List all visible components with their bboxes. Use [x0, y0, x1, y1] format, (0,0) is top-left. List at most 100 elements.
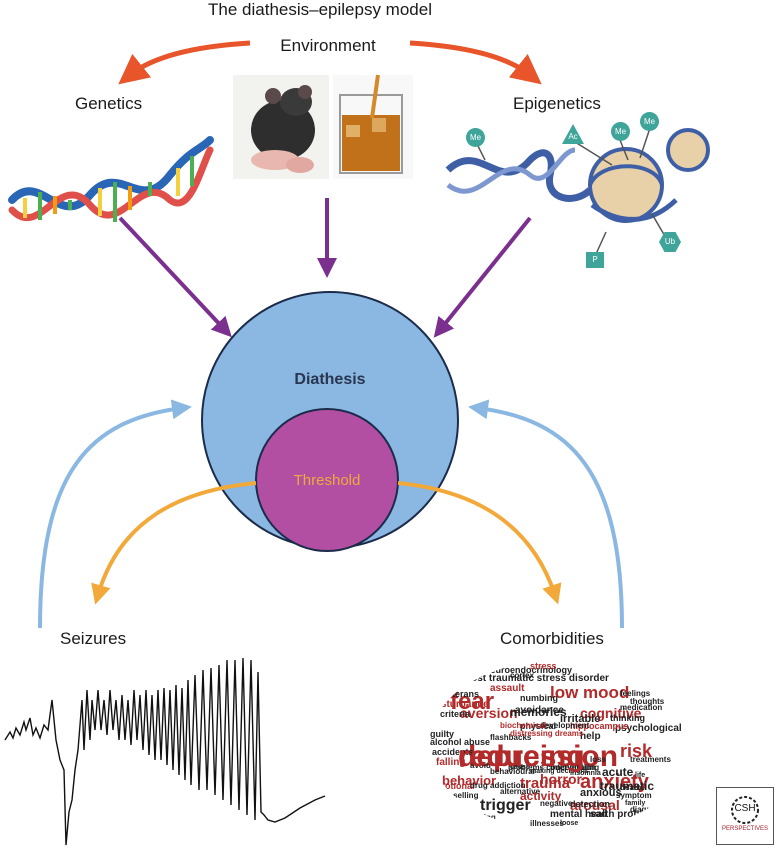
wordcloud-word: anxious	[580, 787, 622, 799]
wordcloud-word: help	[580, 731, 601, 742]
wordcloud-word: feelings	[620, 689, 651, 698]
wordcloud-word: psychological	[615, 723, 682, 734]
wordcloud-word: intervention	[550, 763, 596, 772]
wordcloud-word: neuroendocrinology	[485, 665, 573, 675]
wordcloud-word: medication	[620, 703, 663, 712]
epigenetics-illustration	[445, 127, 710, 255]
wordcloud-word: behavior	[442, 773, 497, 788]
wordcloud-word: low mood	[550, 683, 630, 702]
wordcloud-word: behavioural	[490, 767, 535, 776]
wordcloud-word: loose	[560, 820, 579, 827]
wordcloud-word: trigger	[480, 797, 531, 814]
wordcloud-word: accidents	[432, 747, 474, 757]
wordcloud-word: anxiety	[580, 771, 649, 793]
environment-to-genetics-arrow	[118, 40, 251, 85]
wordcloud-word: illnesses	[530, 819, 564, 828]
wordcloud-word: family	[625, 800, 646, 807]
wordcloud-word: drug addiction	[470, 781, 526, 790]
seizures-feedback-arrow	[38, 399, 192, 629]
wordcloud-word: alcohol abuse	[430, 737, 491, 747]
csh-perspectives-logo: CSH PERSPECTIVES	[716, 787, 774, 845]
wordcloud-word: thoughts	[630, 697, 665, 706]
rat-photo	[233, 75, 329, 179]
whisky-glass-photo	[333, 74, 413, 179]
wordcloud-word: biochemical	[500, 721, 547, 730]
wordcloud-word: treatments	[630, 755, 671, 764]
wordcloud-word: negative	[540, 799, 573, 808]
epigenetics-to-diathesis-arrow	[433, 216, 532, 338]
wordcloud-word: loss	[590, 755, 607, 764]
wordcloud-word: thinking	[610, 713, 645, 723]
wordcloud-word: emotional	[432, 781, 475, 791]
wordcloud-word: avoidance	[515, 705, 564, 716]
wordcloud-word: feeling	[470, 813, 496, 822]
environment-label: Environment	[280, 36, 376, 55]
wordcloud-word: counselling	[434, 791, 479, 800]
diagram-title: The diathesis–epilepsy model	[208, 0, 432, 19]
wordcloud-word: post traumatic stress disorder	[465, 673, 609, 684]
wordcloud-word: making decisions	[530, 768, 589, 775]
threshold-to-seizures-arrow	[91, 481, 257, 605]
wordcloud-word: sad	[590, 809, 608, 820]
comorbidities-label: Comorbidities	[500, 629, 604, 648]
phosphate-mark-icon: P	[586, 252, 604, 268]
wordcloud-word: guilty	[430, 729, 454, 739]
seizure-eeg-trace	[4, 657, 326, 846]
wordcloud-word: criteria	[440, 709, 471, 719]
wordcloud-word: stress	[530, 661, 557, 671]
wordcloud-word: mental health problems	[550, 809, 663, 820]
wordcloud-word: symptom	[616, 791, 652, 800]
wordcloud-word: reducing	[458, 740, 585, 773]
threshold-to-comorbidities-arrow	[397, 481, 562, 605]
wordcloud-word: flashbacks	[490, 733, 532, 742]
wordcloud-word: numbing	[520, 693, 558, 703]
wordcloud-word: acute	[602, 765, 634, 779]
wordcloud-word: trauma	[520, 775, 571, 792]
wordcloud-word: fear	[450, 688, 495, 715]
wordcloud-word: activity	[520, 789, 562, 803]
threshold-label: Threshold	[293, 472, 361, 489]
wordcloud-word: assault	[490, 683, 525, 694]
logo-perspectives-text: PERSPECTIVES	[721, 826, 768, 832]
wordcloud-word: cognitive	[580, 705, 642, 721]
wordcloud-word: memories	[510, 705, 567, 719]
epigenetics-label: Epigenetics	[513, 94, 601, 113]
diathesis-label: Diathesis	[294, 371, 366, 388]
wordcloud-word: avoid	[470, 761, 491, 770]
comorbidities-feedback-arrow	[468, 399, 624, 629]
wordcloud-word: irritable	[560, 713, 601, 725]
methyl-mark-icon: Me	[466, 128, 485, 147]
wordcloud-word: alternative	[500, 787, 541, 796]
wordcloud-word: risk	[620, 741, 653, 761]
ubiquitin-mark-icon: Ub	[659, 232, 681, 252]
wordcloud-word: hippocampus	[570, 721, 629, 731]
wordcloud-word: cortex	[510, 671, 535, 680]
wordcloud-word: physical	[520, 721, 557, 731]
threshold-circle	[255, 408, 399, 552]
environment-to-epigenetics-arrow	[409, 40, 542, 85]
wordcloud-word: traumatic	[600, 779, 655, 793]
wordcloud-word: problems concentrating	[508, 763, 600, 772]
seizures-label: Seizures	[60, 629, 127, 648]
wordcloud-word: disturbance	[432, 699, 489, 710]
wordcloud-word: diagnostic	[630, 805, 671, 814]
logo-csh-text: CSH	[734, 803, 756, 814]
wordcloud-word: veterans	[442, 689, 480, 699]
wordcloud-word: aversion	[460, 705, 518, 721]
wordcloud-word: depression	[458, 740, 619, 773]
wordcloud-word: detection	[570, 799, 611, 809]
wordcloud-word: development	[540, 721, 590, 730]
methyl-mark-icon: Me	[611, 122, 630, 141]
genetics-to-diathesis-arrow	[118, 216, 232, 338]
wordcloud-word: cause	[510, 764, 530, 771]
comorbidities-wordcloud: depression fear anxiety risk trigger low mood…	[430, 660, 690, 830]
wordcloud-word: life	[635, 772, 646, 779]
methyl-mark-icon: Me	[640, 112, 659, 131]
dna-helix-illustration	[8, 136, 214, 222]
wordcloud-word: death	[620, 783, 642, 792]
wordcloud-word: horror	[540, 771, 582, 787]
wordcloud-word: distressing dreams	[510, 729, 584, 738]
wordcloud-word: arousal	[570, 797, 620, 813]
wordcloud-word: insomnia	[570, 770, 601, 777]
